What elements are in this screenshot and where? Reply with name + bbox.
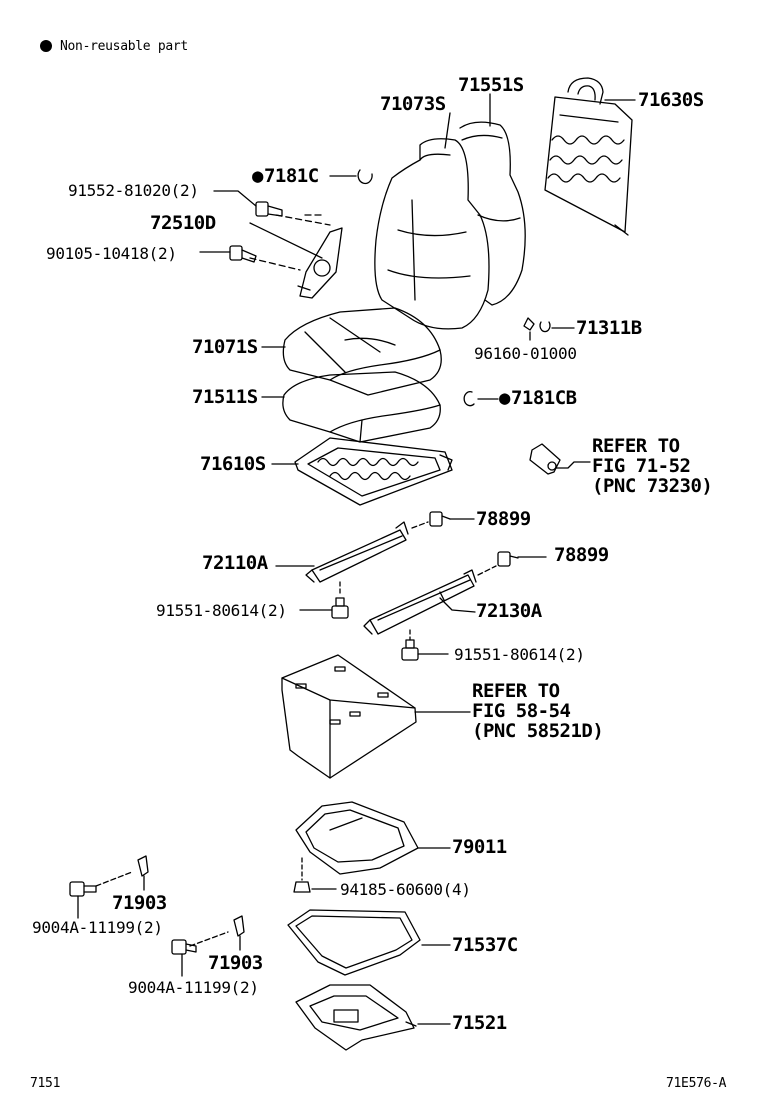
refer1-line2: FIG 71-52 <box>592 455 691 477</box>
part-label-79011: 79011 <box>452 836 507 858</box>
part-label-71903a: 71903 <box>112 892 167 914</box>
footer-figure-id: 71E576-A <box>666 1076 727 1091</box>
bolt-9004a-a-drawing <box>69 881 97 897</box>
part-label-71073s: 71073S <box>380 93 446 115</box>
ring-71311b-drawing <box>539 321 551 333</box>
part-label-91551b: 91551-80614(2) <box>454 645 585 664</box>
seat-rail-72130a-drawing <box>363 569 477 635</box>
bolt-9004a-b-drawing <box>171 939 197 955</box>
bolt-91552-drawing <box>255 201 283 217</box>
part-label-71511s: 71511S <box>192 386 258 408</box>
refer1-line1: REFER TO <box>592 435 680 457</box>
seat-tray-79011-drawing <box>295 801 419 875</box>
part-label-72510d: 72510D <box>150 212 216 234</box>
refer2-line2: FIG 58-54 <box>472 700 571 722</box>
bolt-91551a-drawing <box>331 597 349 619</box>
seat-back-frame-drawing <box>544 77 633 236</box>
part-label-7181cb: 7181CB <box>499 389 577 408</box>
part-label-71521: 71521 <box>452 1012 507 1034</box>
part-label-78899a: 78899 <box>476 508 531 530</box>
leader-72130a <box>439 597 476 613</box>
refer1-line3: (PNC 73230) <box>592 475 713 497</box>
part-label-71903b: 71903 <box>208 952 263 974</box>
leader-91552 <box>213 190 257 207</box>
gasket-71537c-drawing <box>287 909 421 976</box>
part-label-7181c: 7181C <box>252 167 319 186</box>
cover-71521-drawing <box>295 984 417 1051</box>
refer-73230-part-drawing <box>529 443 561 475</box>
part-label-91551a: 91551-80614(2) <box>156 601 287 620</box>
7181c-clip-drawing <box>357 169 373 185</box>
part-label-71311b: 71311B <box>576 317 642 339</box>
seat-side-cover-drawing <box>281 654 417 779</box>
clip-96160-drawing <box>523 317 535 331</box>
refer2-line1: REFER TO <box>472 680 560 702</box>
part-label-90105: 90105-10418(2) <box>46 244 177 263</box>
part-label-72110a: 72110A <box>202 552 268 574</box>
seat-back-front-drawing <box>374 138 490 330</box>
recliner-drawing <box>249 214 343 299</box>
part-label-91552: 91552-81020(2) <box>68 181 199 200</box>
leader-71073s <box>444 112 451 149</box>
seat-cushion-frame-drawing <box>294 437 453 506</box>
leader-72510d <box>249 222 323 259</box>
footer-page-code: 7151 <box>30 1076 61 1091</box>
leader-refer-73230 <box>555 461 591 469</box>
dash-78899a <box>411 521 429 529</box>
part-label-71071s: 71071S <box>192 336 258 358</box>
seat-cushion-pad-drawing <box>282 371 441 443</box>
clip-71903b-drawing <box>233 915 245 937</box>
part-label-96160: 96160-01000 <box>474 344 577 363</box>
seat-back-rear-drawing <box>459 121 526 306</box>
part-label-71551s: 71551S <box>458 74 524 96</box>
non-reusable-dot-icon <box>40 40 52 52</box>
part-label-9004a-b: 9004A-11199(2) <box>128 978 259 997</box>
part-label-71630s: 71630S <box>638 89 704 111</box>
bolt-78899a-drawing <box>429 511 451 527</box>
nut-94185-drawing <box>293 881 311 893</box>
part-label-78899b: 78899 <box>554 544 609 566</box>
part-label-72130a: 72130A <box>476 600 542 622</box>
part-label-94185: 94185-60600(4) <box>340 880 471 899</box>
bolt-91551b-drawing <box>401 639 419 661</box>
dash-71903b <box>189 931 229 947</box>
part-label-9004a-a: 9004A-11199(2) <box>32 918 163 937</box>
bolt-90105-drawing <box>229 245 257 263</box>
seat-rail-72110a-drawing <box>305 521 409 583</box>
7181cb-clip-drawing <box>463 391 475 407</box>
dash-78899b <box>477 565 497 576</box>
bolt-78899b-drawing <box>497 551 519 567</box>
part-label-71537c: 71537C <box>452 934 518 956</box>
legend-text: Non-reusable part <box>60 39 188 54</box>
refer2-line3: (PNC 58521D) <box>472 720 604 742</box>
dash-71903a <box>95 871 133 887</box>
part-label-71610s: 71610S <box>200 453 266 475</box>
clip-71903a-drawing <box>137 855 149 877</box>
